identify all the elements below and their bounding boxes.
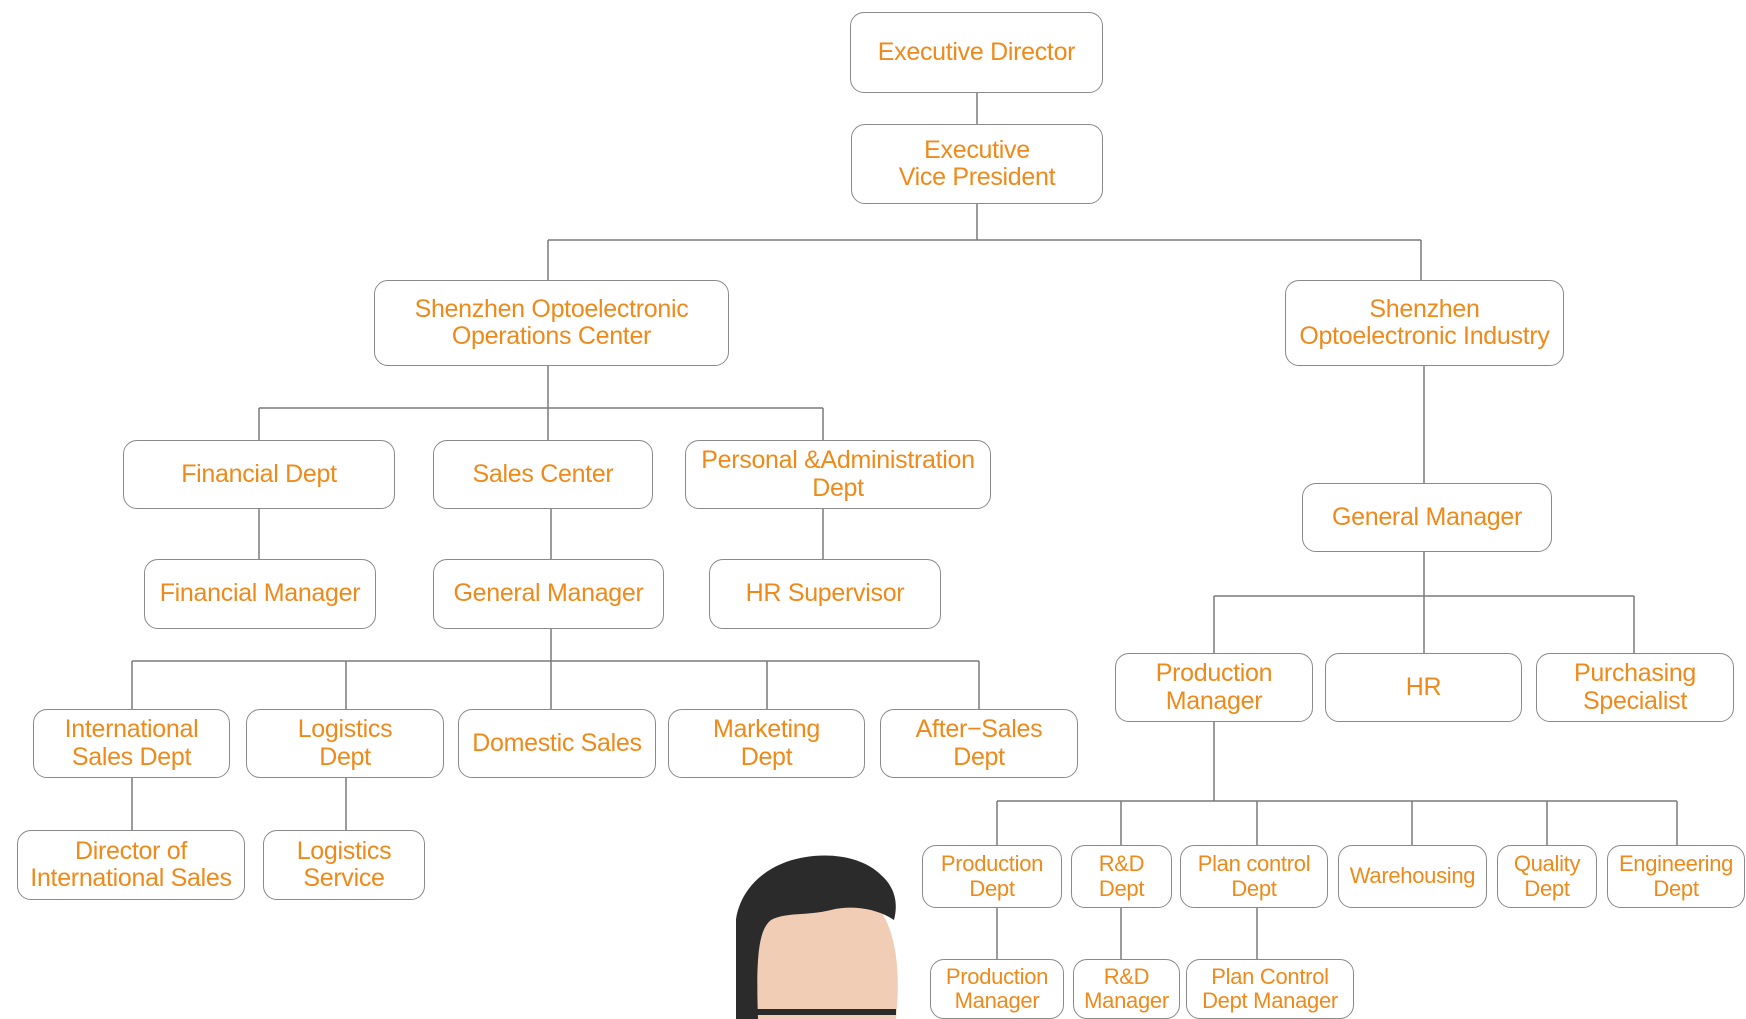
connector — [547, 204, 1422, 280]
node-warehousing: Warehousing — [1338, 845, 1487, 908]
node-rd-dept: R&D Dept — [1071, 845, 1172, 908]
node-production-manager: Production Manager — [1115, 653, 1313, 722]
connector — [996, 722, 1678, 845]
node-plan-control-dept: Plan control Dept — [1180, 845, 1328, 908]
person-photo — [736, 850, 976, 1019]
node-hr: HR — [1325, 653, 1522, 722]
node-engineering-dept: Engineering Dept — [1607, 845, 1745, 908]
node-executive-director: Executive Director — [850, 12, 1103, 93]
node-logistics-service: Logistics Service — [263, 830, 425, 900]
node-marketing-dept: Marketing Dept — [668, 709, 865, 778]
node-logistics-dept: Logistics Dept — [246, 709, 444, 778]
node-domestic-sales: Domestic Sales — [458, 709, 656, 778]
node-production-manager-2: Production Manager — [930, 959, 1064, 1019]
node-hr-supervisor: HR Supervisor — [709, 559, 941, 629]
connector — [258, 366, 824, 440]
node-sales-general-manager: General Manager — [433, 559, 664, 629]
node-sales-center: Sales Center — [433, 440, 653, 509]
connector — [131, 629, 980, 709]
node-production-dept: Production Dept — [922, 845, 1062, 908]
node-after-sales-dept: After−Sales Dept — [880, 709, 1078, 778]
node-industry-general-manager: General Manager — [1302, 483, 1552, 552]
node-international-sales-dept: International Sales Dept — [33, 709, 230, 778]
node-financial-manager: Financial Manager — [144, 559, 376, 629]
node-plan-control-manager: Plan Control Dept Manager — [1186, 959, 1354, 1019]
connector — [1213, 552, 1635, 653]
node-rd-manager: R&D Manager — [1073, 959, 1180, 1019]
node-quality-dept: Quality Dept — [1497, 845, 1597, 908]
node-director-international-sales: Director of International Sales — [17, 830, 245, 900]
node-operations-center: Shenzhen Optoelectronic Operations Cente… — [374, 280, 729, 366]
node-optoelectronic-industry: Shenzhen Optoelectronic Industry — [1285, 280, 1564, 366]
node-financial-dept: Financial Dept — [123, 440, 395, 509]
node-personal-administration-dept: Personal &Administration Dept — [685, 440, 991, 509]
node-purchasing-specialist: Purchasing Specialist — [1536, 653, 1734, 722]
node-executive-vice-president: Executive Vice President — [851, 124, 1103, 204]
